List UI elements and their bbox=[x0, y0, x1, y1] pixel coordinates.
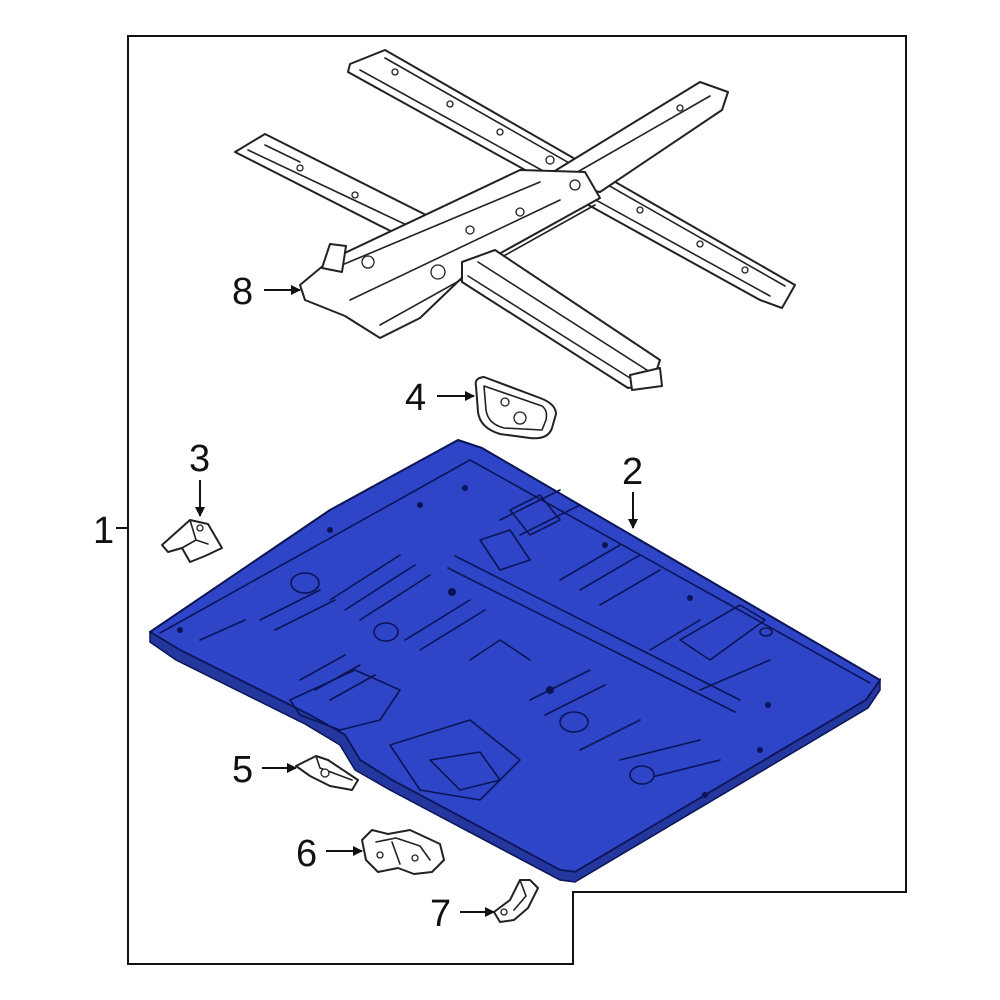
mount-bracket-6-part[interactable] bbox=[361, 829, 445, 875]
assembly-frame bbox=[127, 35, 907, 965]
leader-lines bbox=[116, 285, 638, 917]
bracket-7-part[interactable] bbox=[493, 879, 539, 923]
callout-5-label: 5 bbox=[232, 749, 253, 791]
bracket-3-part[interactable] bbox=[161, 519, 223, 563]
floor-pan-part[interactable] bbox=[149, 439, 881, 883]
reinforcement-plate-part[interactable] bbox=[474, 376, 557, 440]
callout-1-label: 1 bbox=[93, 510, 114, 552]
bracket-5-part[interactable] bbox=[295, 755, 359, 791]
callout-7-label: 7 bbox=[430, 893, 451, 935]
callout-4-label: 4 bbox=[405, 377, 426, 419]
callout-labels: 1 2 3 4 5 6 7 8 bbox=[93, 271, 643, 935]
callout-8-label: 8 bbox=[232, 271, 253, 313]
callout-3-label: 3 bbox=[189, 438, 210, 480]
crossmember-frame-part[interactable] bbox=[234, 49, 796, 391]
callout-6-label: 6 bbox=[296, 833, 317, 875]
callout-2-label: 2 bbox=[622, 451, 643, 493]
